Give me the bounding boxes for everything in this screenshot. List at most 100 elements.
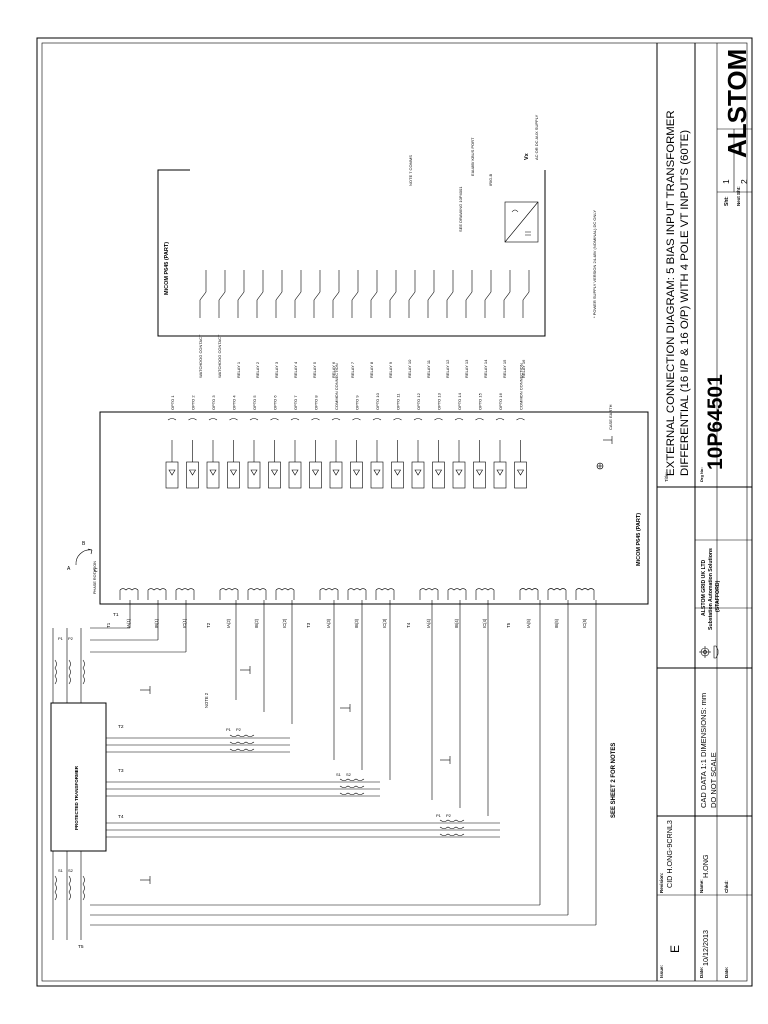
opto-label: OPTO 4 [232, 395, 237, 410]
opto-brace [495, 418, 505, 421]
relay-label: RELAY 12 [445, 359, 450, 378]
opto-input-18: COMMON CONNECTION [514, 363, 527, 489]
see-drawing-label: SEE DRAWING 10P4001 [458, 186, 463, 232]
relay-contact-11: RELAY 9 [388, 270, 397, 378]
name-label: Name: [699, 879, 704, 893]
relay-label: RELAY 10 [407, 359, 412, 378]
title-line1: EXTERNAL CONNECTION DIAGRAM: 5 BIAS INPU… [665, 110, 677, 476]
opto-label: OPTO 3 [211, 395, 216, 410]
protected-transformer: PROTECTED TRANSFORMER [50, 702, 107, 852]
opto-diode-icon [229, 469, 238, 476]
ct-input-label: IA(3) [326, 618, 331, 628]
relay-contact-blade [389, 291, 397, 301]
company-line1: ALSTOM GRID UK LTD [701, 559, 707, 616]
ct-coil-symbol [547, 588, 567, 591]
ct-group-name: T5 [506, 622, 511, 628]
opto-brace [372, 418, 382, 421]
relay-contact-blade [427, 291, 435, 301]
ct-terminal-label: P2 [236, 727, 242, 732]
relay-label: RELAY 13 [464, 359, 469, 378]
relay-input-box: MiCOM P645 (PART) [99, 411, 649, 605]
opto-label: COMMON CONNECTION [334, 363, 339, 410]
opto-input-9: COMMON CONNECTION [329, 363, 343, 489]
relay-label: RELAY 1 [236, 361, 241, 378]
title-block: Title: EXTERNAL CONNECTION DIAGRAM: 5 BI… [656, 43, 752, 981]
ct-coil-symbol [119, 588, 139, 591]
relay-label: RELAY 6 [331, 361, 336, 378]
ct-input-label: IB(4) [454, 618, 459, 628]
opto-diode-icon [209, 469, 217, 476]
opto-label: OPTO 6 [273, 395, 278, 410]
ct-group-name: T3 [306, 622, 311, 628]
eia485-label: EIA485/ KBUS PORT [470, 137, 475, 176]
ct-group-name: T4 [406, 622, 411, 628]
relay-contact-2: WATCHDOG CONTACT [217, 270, 226, 378]
opto-input-1: OPTO 1 [165, 395, 179, 489]
relay-label: RELAY 8 [369, 361, 374, 378]
opto-input-15: OPTO 14 [452, 392, 466, 489]
phase-letter-c: C [94, 568, 98, 574]
ct-coil-symbol [275, 588, 295, 591]
opto-diode-icon [168, 469, 176, 476]
opto-input-5: OPTO 5 [247, 395, 261, 489]
relay-contact-9: RELAY 7 [350, 270, 359, 378]
ct-coil-symbol [319, 588, 339, 591]
opto-diode-icon [516, 469, 525, 476]
see-sheet-note: SEE SHEET 2 FOR NOTES [611, 743, 617, 818]
relay-contact-blade [294, 291, 302, 301]
ct-terminal-label: S1 [58, 868, 64, 873]
phase-rotation-symbol: A B C PHASE ROTATION [67, 541, 98, 594]
opto-brace [229, 418, 238, 421]
opto-input-14: OPTO 13 [432, 392, 445, 489]
phase-letter-b: B [82, 541, 86, 547]
inner-border [41, 42, 748, 982]
relay-contact-1: WATCHDOG CONTACT [198, 270, 207, 378]
opto-input-4: OPTO 4 [227, 395, 240, 489]
opto-brace [290, 418, 300, 421]
case-earth: CASE EARTH [596, 404, 613, 470]
vx-label: Vx [524, 152, 530, 160]
ct-group-name: T1 [106, 622, 111, 628]
case-earth-label: CASE EARTH [608, 404, 613, 430]
ct-terminal-label: P2 [68, 636, 74, 641]
outer-border [36, 37, 753, 987]
opto-brace [208, 418, 218, 421]
ct-input-label: IB(3) [354, 618, 359, 628]
ct-input-label: IA(4) [426, 618, 431, 628]
relay-contact-6: RELAY 4 [293, 270, 302, 378]
relay-contact-blade [408, 291, 416, 301]
winding-label-t2: T2 [118, 724, 124, 730]
relay-label: RELAY 16 [521, 359, 526, 378]
opto-label: OPTO 9 [355, 395, 360, 410]
drawing-number: 10P64501 [704, 374, 727, 470]
opto-input-7: OPTO 7 [288, 395, 302, 489]
note-2-label: NOTE 2 [204, 692, 209, 708]
opto-diode-icon [393, 469, 402, 476]
opto-brace [434, 418, 443, 421]
relay-output-box: MiCOM P645 (PART) * POWER SUPPLY VERSION… [157, 114, 597, 337]
next-sht-label: Next Sht: [736, 186, 741, 206]
phase-rotation-label: PHASE ROTATION [93, 561, 97, 594]
sht-label: Sht: [724, 196, 730, 206]
ct-coil-symbol [447, 588, 467, 591]
ct-group-name: T2 [206, 622, 211, 628]
date-label: Date: [699, 966, 704, 978]
opto-diode-icon [434, 469, 443, 476]
relay-label: RELAY 15 [502, 359, 507, 378]
opto-brace [311, 418, 320, 421]
title-line2: DIFFERENTIAL (16 I/P & 16 O/P) WITH 4 PO… [679, 130, 691, 476]
relay-contact-13: RELAY 11 [426, 270, 435, 378]
relay-box-label: MiCOM P645 (PART) [636, 513, 642, 566]
chkd-label: Chkd: [724, 880, 729, 893]
company-line3: (STAFFORD) [715, 580, 721, 612]
opto-brace [352, 418, 361, 421]
relay-contact-blade [446, 291, 454, 301]
relay-label: RELAY 5 [312, 361, 317, 378]
ct-terminal-label: S1 [336, 772, 342, 777]
irig-b-label: IRIG-B [488, 173, 493, 186]
